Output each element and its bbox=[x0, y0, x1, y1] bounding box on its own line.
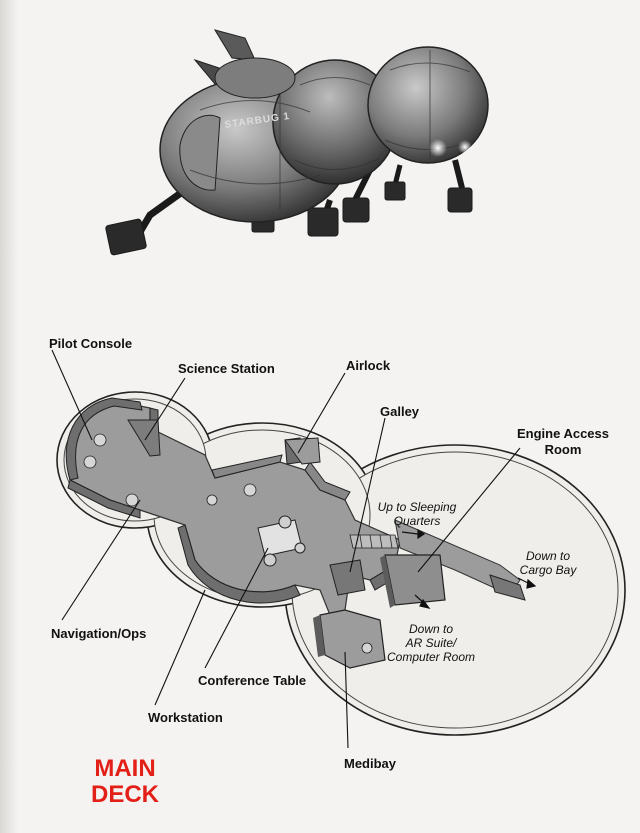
stairs-up bbox=[349, 534, 399, 549]
headlight-left bbox=[429, 139, 447, 157]
note-down-cargo-line2: Cargo Bay bbox=[519, 563, 577, 577]
label-pilot-console: Pilot Console bbox=[49, 336, 133, 351]
deck-title-line2: DECK bbox=[90, 781, 159, 808]
deck-title-line1: MAIN bbox=[94, 755, 156, 782]
label-galley: Galley bbox=[380, 404, 420, 419]
rear-top-pod bbox=[214, 57, 296, 99]
label-medibay: Medibay bbox=[344, 756, 397, 771]
starbug-illustration: STARBUG 1 bbox=[105, 29, 489, 256]
deck-title: MAIN DECK bbox=[70, 756, 180, 808]
label-navigation-ops: Navigation/Ops bbox=[51, 626, 147, 641]
engine-cone bbox=[179, 114, 221, 191]
top-fin bbox=[213, 29, 256, 61]
direction-arrows bbox=[401, 528, 537, 609]
cargo-stairs bbox=[489, 574, 526, 601]
headlight-right bbox=[458, 140, 472, 154]
engine-room bbox=[384, 554, 446, 606]
page-edge-shadow bbox=[0, 0, 18, 833]
pilot-console-walls bbox=[65, 397, 143, 481]
note-down-cargo-line1: Down to bbox=[525, 549, 571, 563]
label-conference-table: Conference Table bbox=[198, 673, 307, 688]
label-workstation: Workstation bbox=[148, 710, 223, 725]
label-airlock: Airlock bbox=[346, 358, 391, 373]
front-pod bbox=[367, 46, 489, 164]
leader-lines bbox=[51, 349, 521, 749]
note-down-ar-line2: AR Suite/ bbox=[405, 636, 457, 650]
note-down-ar-line3: Computer Room bbox=[386, 650, 476, 664]
note-down-ar-line1: Down to bbox=[408, 622, 454, 636]
label-science-station: Science Station bbox=[178, 361, 275, 376]
label-engine-access-line2: Room bbox=[544, 442, 582, 457]
galley-block bbox=[329, 559, 366, 596]
label-engine-access-line1: Engine Access bbox=[516, 426, 610, 441]
note-up-sleeping-line1: Up to Sleeping bbox=[377, 500, 457, 514]
note-up-sleeping-line2: Quarters bbox=[393, 514, 441, 528]
deck-plan bbox=[51, 349, 626, 749]
